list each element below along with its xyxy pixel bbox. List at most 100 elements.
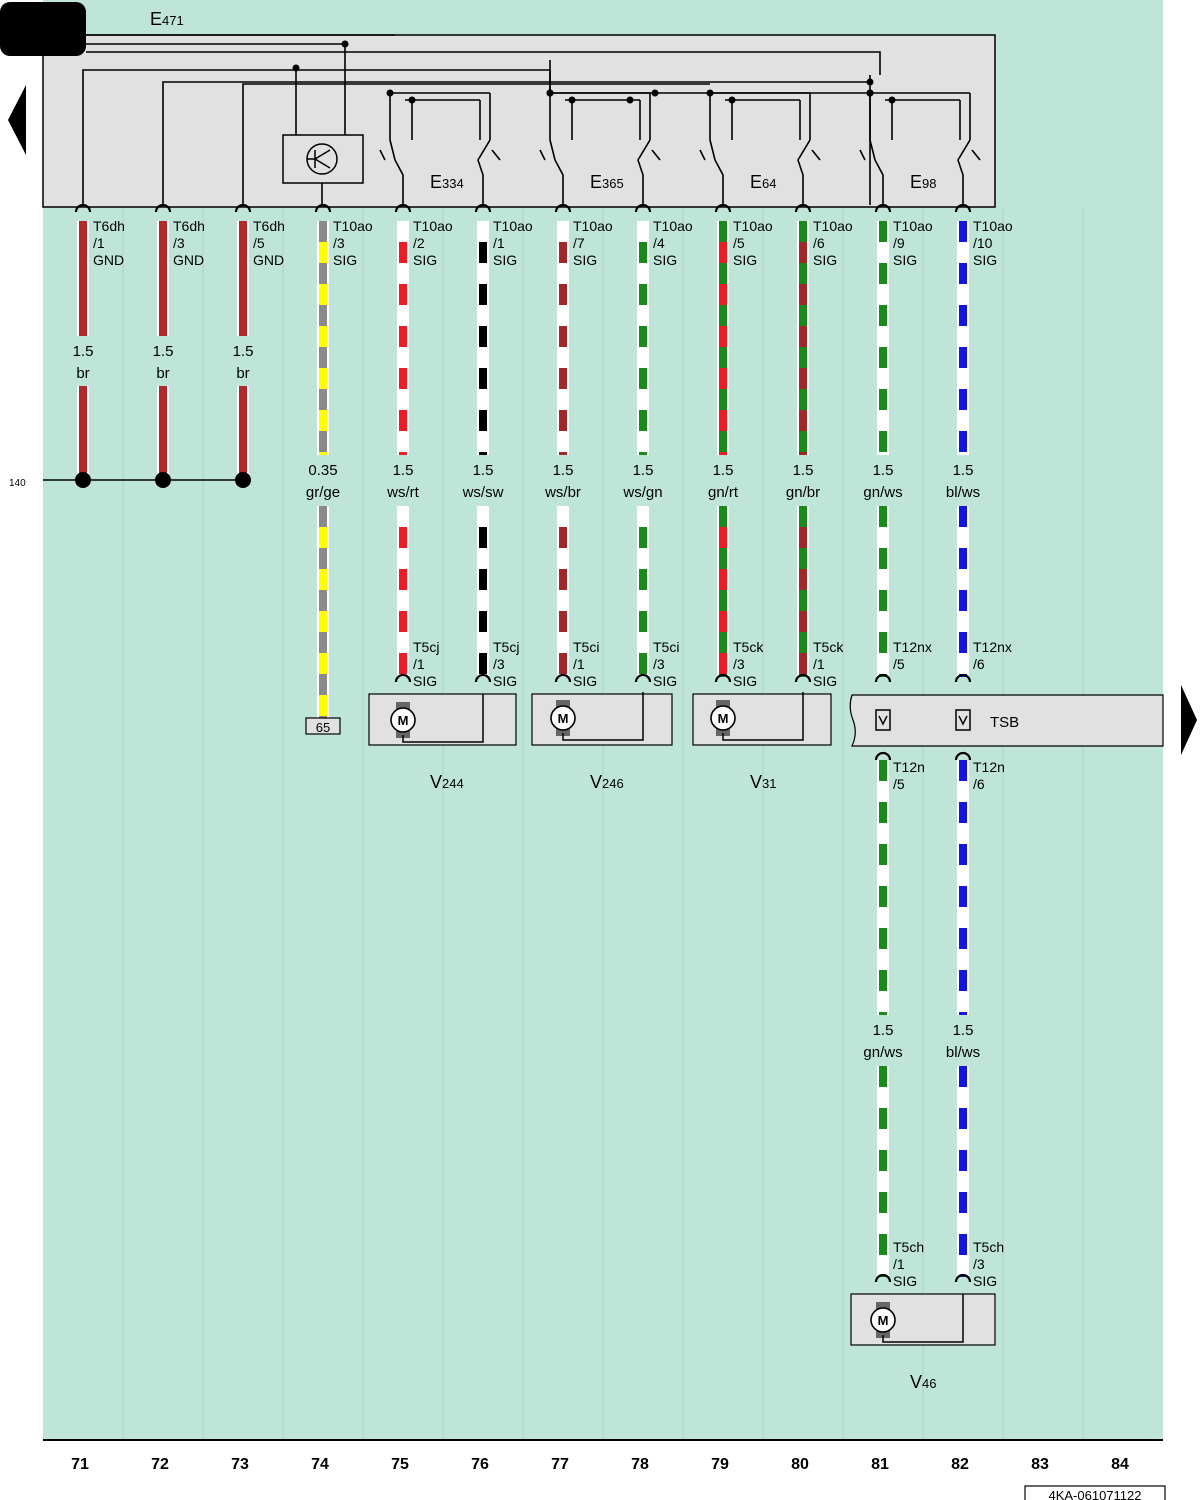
wire-stripe (479, 347, 487, 368)
wire-size-8: 1.5 (633, 462, 654, 479)
wire-stripe (479, 221, 487, 242)
wire-stripe (879, 611, 887, 632)
wire-stripe (959, 221, 967, 242)
wire-stripe (479, 326, 487, 347)
wire-stripe (879, 506, 887, 527)
wire-stripe (799, 452, 807, 455)
controller-box (42, 34, 996, 208)
wire-stripe (959, 1255, 967, 1276)
wire-stripe (959, 1066, 967, 1087)
wire-stripe (399, 368, 407, 389)
wire-size-6: 1.5 (473, 462, 494, 479)
wire-stripe (559, 548, 567, 569)
prev-page-arrow-icon[interactable] (8, 85, 26, 155)
junction-dot (546, 89, 554, 97)
wire-stripe (959, 452, 967, 455)
wire-stripe (879, 1276, 887, 1277)
wire-stripe (399, 263, 407, 284)
wire-stripe (639, 410, 647, 431)
trace-top-2 (86, 51, 881, 75)
wire-stripe (959, 865, 967, 886)
wire-stripe (639, 305, 647, 326)
wire-stripe (399, 410, 407, 431)
connector-pin-bottom-5 (394, 673, 412, 683)
wire-10-lower (797, 506, 809, 677)
wire-stripe (479, 632, 487, 653)
wire-stripe (719, 431, 727, 452)
motor-v244-wire (402, 694, 484, 743)
motor-v244-glyph: M (398, 713, 409, 728)
wire-stripe (319, 506, 327, 527)
wire-stripe (879, 632, 887, 653)
wire-stripe (959, 1192, 967, 1213)
wire-1-lower (77, 386, 89, 480)
wire-size-10: 1.5 (793, 462, 814, 479)
wire-11-tsb-lower (877, 1066, 889, 1277)
wire-stripe (959, 569, 967, 590)
wire-stripe (959, 590, 967, 611)
switch-label-4: E98 (910, 172, 936, 192)
wire-7-upper (557, 221, 569, 455)
wire-stripe (319, 410, 327, 431)
wire-stripe (319, 452, 327, 455)
wire-stripe (879, 1087, 887, 1108)
wire-size-2: 1.5 (153, 343, 174, 360)
wire-stripe (319, 611, 327, 632)
connector-pin-bottom-9 (714, 673, 732, 683)
switch-contact-b (549, 139, 564, 205)
wire-stripe (479, 410, 487, 431)
wire-stripe (639, 452, 647, 455)
wire-stripe (959, 632, 967, 653)
trace-gnd-3 (242, 83, 710, 205)
wire-stripe (639, 347, 647, 368)
motor-v246-glyph: M (558, 711, 569, 726)
wire-stripe (799, 347, 807, 368)
wire-size-tsb-12: 1.5 (953, 1022, 974, 1039)
wire-stripe (639, 548, 647, 569)
next-page-arrow-icon[interactable] (1181, 685, 1197, 755)
switch-contact2-d (957, 139, 971, 205)
wire-stripe (79, 221, 87, 336)
wire-stripe (719, 590, 727, 611)
wire-stripe (719, 242, 727, 263)
wire-stripe (479, 452, 487, 455)
wire-stripe (559, 632, 567, 653)
wire-stripe (399, 452, 407, 455)
wire-stripe (879, 1012, 887, 1015)
wire-stripe (639, 368, 647, 389)
wire-stripe (639, 242, 647, 263)
wire-stripe (879, 1108, 887, 1129)
motor-v46-wire (882, 1294, 964, 1343)
wire-color-12: bl/ws (946, 484, 980, 501)
switch-contact2-c (797, 139, 811, 205)
wire-stripe (399, 590, 407, 611)
junction-dot (626, 96, 634, 104)
wire-stripe (799, 632, 807, 653)
wire-stripe (479, 611, 487, 632)
wire-stripe (239, 221, 247, 336)
column-number-75: 75 (391, 1456, 409, 1473)
wire-stripe (319, 632, 327, 653)
wire-3-lower (237, 386, 249, 480)
wire-stripe (639, 506, 647, 527)
ground-ref-label: 140 (9, 478, 26, 489)
switch-arrow-d (859, 149, 866, 161)
wire-stripe (719, 221, 727, 242)
column-grid (122, 207, 1084, 1440)
wire-stripe (479, 548, 487, 569)
wire-stripe (879, 284, 887, 305)
wire-stripe (639, 611, 647, 632)
motor-label-v46: V46 (910, 1372, 936, 1392)
wire-color-1: br (76, 365, 89, 382)
wire-stripe (799, 431, 807, 452)
junction-dot (568, 96, 576, 104)
switch-label-2: E365 (590, 172, 624, 192)
